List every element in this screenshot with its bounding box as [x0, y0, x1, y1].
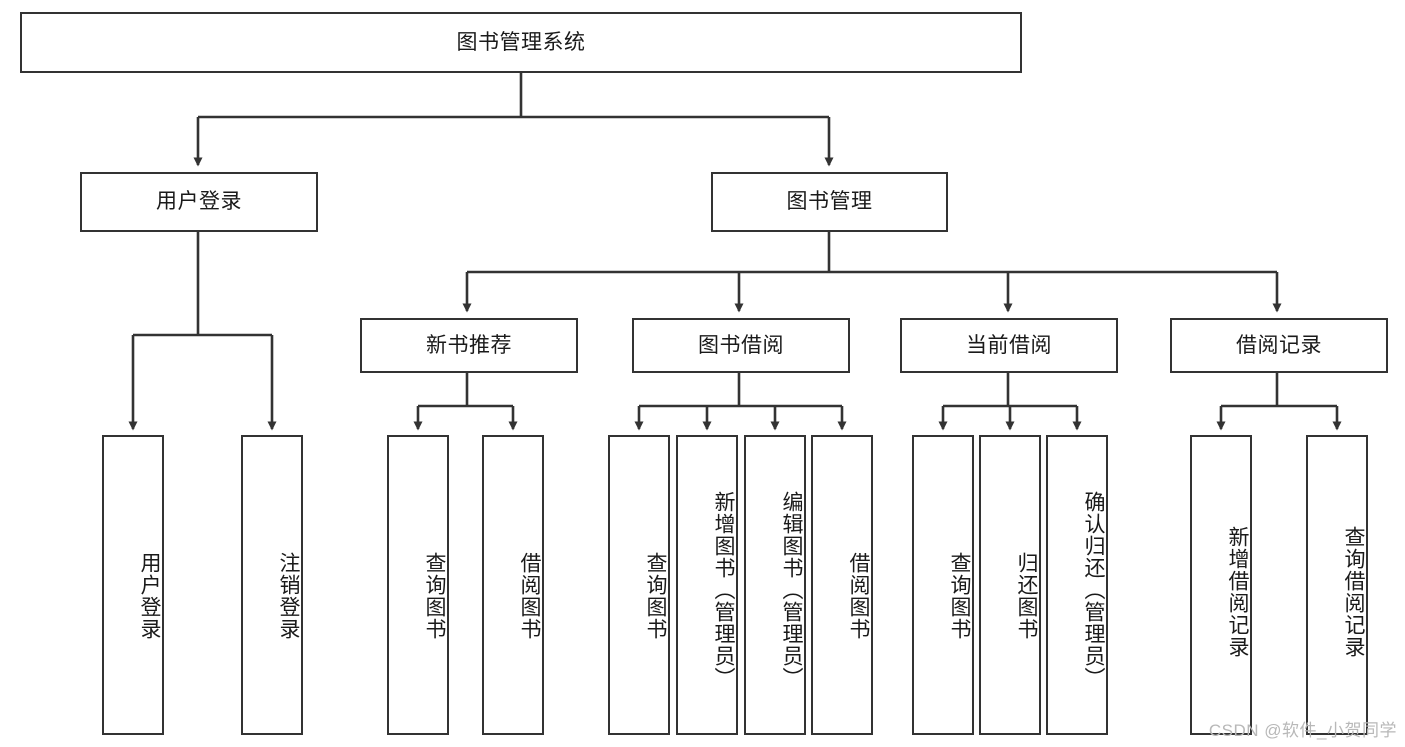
node-leaf-borrow-query-label: 查询图书 [644, 552, 667, 640]
node-leaf-borrow-edit[interactable]: 编辑图书（管理员） [744, 435, 806, 735]
node-leaf-cur-query[interactable]: 查询图书 [912, 435, 974, 735]
node-leaf-user-login[interactable]: 用户登录 [102, 435, 164, 735]
node-borrow-record-label: 借阅记录 [1236, 333, 1322, 357]
node-leaf-user-logout-label: 注销登录 [277, 552, 300, 640]
node-book-borrow-label: 图书借阅 [698, 333, 784, 357]
node-leaf-rec-borrow[interactable]: 借阅图书 [482, 435, 544, 735]
node-leaf-cur-query-label: 查询图书 [948, 552, 971, 640]
node-leaf-borrow-lend[interactable]: 借阅图书 [811, 435, 873, 735]
node-book-manage-label: 图书管理 [786, 190, 873, 214]
node-current-borrow[interactable]: 当前借阅 [900, 318, 1118, 373]
node-user-login[interactable]: 用户登录 [80, 172, 318, 232]
node-book-manage[interactable]: 图书管理 [711, 172, 948, 232]
node-borrow-record[interactable]: 借阅记录 [1170, 318, 1388, 373]
node-leaf-borrow-add[interactable]: 新增图书（管理员） [676, 435, 738, 735]
node-leaf-record-add-label: 新增借阅记录 [1226, 526, 1249, 658]
node-leaf-record-search-label: 查询借阅记录 [1342, 526, 1365, 658]
node-new-book-rec-label: 新书推荐 [426, 333, 512, 357]
node-leaf-cur-return[interactable]: 归还图书 [979, 435, 1041, 735]
node-leaf-user-logout[interactable]: 注销登录 [241, 435, 303, 735]
node-leaf-rec-query[interactable]: 查询图书 [387, 435, 449, 735]
node-book-borrow[interactable]: 图书借阅 [632, 318, 850, 373]
node-root-label: 图书管理系统 [456, 30, 586, 54]
node-user-login-label: 用户登录 [156, 190, 242, 214]
node-leaf-rec-query-label: 查询图书 [423, 552, 446, 640]
node-leaf-record-search[interactable]: 查询借阅记录 [1306, 435, 1368, 735]
node-leaf-rec-borrow-label: 借阅图书 [518, 552, 541, 640]
node-leaf-cur-confirm-label: 确认归还（管理员） [1082, 491, 1105, 689]
node-leaf-cur-return-label: 归还图书 [1015, 552, 1038, 640]
node-leaf-borrow-add-label: 新增图书（管理员） [712, 491, 735, 689]
node-leaf-borrow-edit-label: 编辑图书（管理员） [780, 491, 803, 689]
node-leaf-borrow-query[interactable]: 查询图书 [608, 435, 670, 735]
node-new-book-rec[interactable]: 新书推荐 [360, 318, 578, 373]
node-leaf-cur-confirm[interactable]: 确认归还（管理员） [1046, 435, 1108, 735]
node-current-borrow-label: 当前借阅 [966, 333, 1052, 357]
node-leaf-user-login-label: 用户登录 [138, 552, 161, 640]
node-leaf-record-add[interactable]: 新增借阅记录 [1190, 435, 1252, 735]
csdn-watermark: CSDN @软件_小贺同学 [1208, 721, 1397, 740]
node-root[interactable]: 图书管理系统 [20, 12, 1022, 73]
node-leaf-borrow-lend-label: 借阅图书 [847, 552, 870, 640]
